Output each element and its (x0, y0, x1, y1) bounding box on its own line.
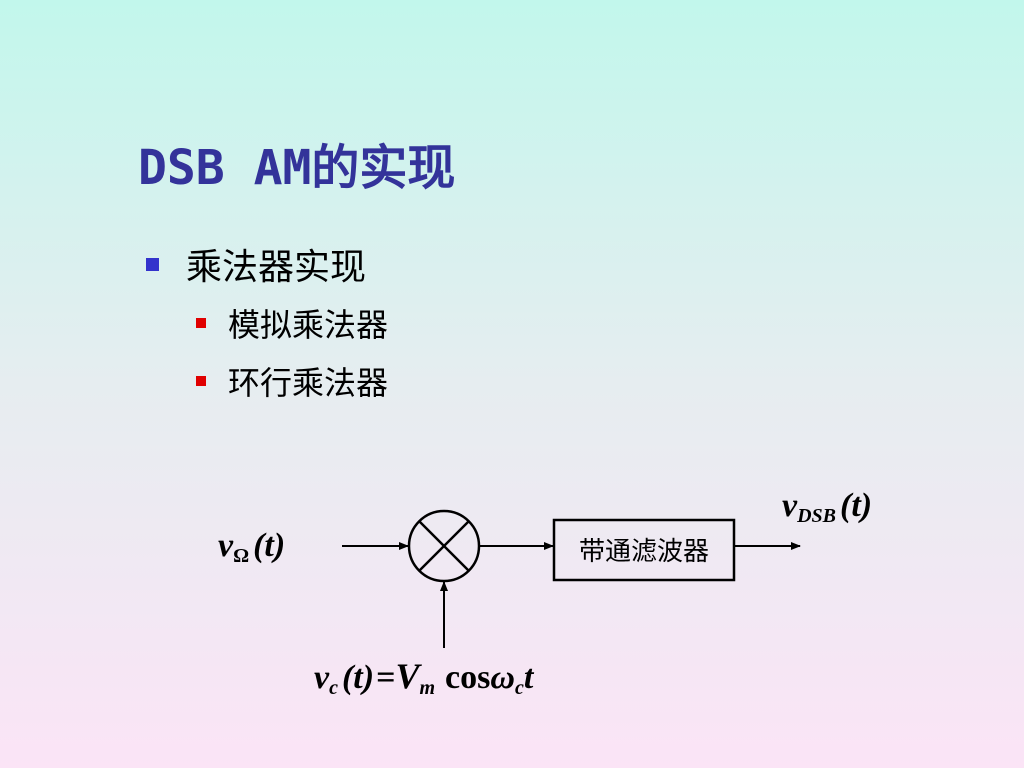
bullet-text: 乘法器实现 (186, 247, 367, 288)
square-bullet-icon (196, 376, 206, 386)
circle-cross-icon (407, 509, 481, 583)
filter-label: 带通滤波器 (579, 537, 709, 567)
bullet-item-multiplier-implementation: 乘法器实现 (146, 238, 366, 290)
bandpass-filter-block: 带通滤波器 (552, 518, 736, 582)
bullet-item-ring-multiplier: 环行乘法器 (196, 358, 388, 404)
output-signal-label: vDSB(t) (782, 487, 872, 527)
bullet-item-analog-multiplier: 模拟乘法器 (196, 300, 388, 346)
page-title: DSB AM的实现 (138, 140, 456, 196)
square-bullet-icon (146, 257, 159, 271)
input-signal-label: vΩ(t) (218, 527, 285, 567)
square-bullet-icon (196, 318, 206, 328)
bullet-text: 环行乘法器 (228, 364, 389, 402)
bullet-text: 模拟乘法器 (228, 306, 389, 344)
